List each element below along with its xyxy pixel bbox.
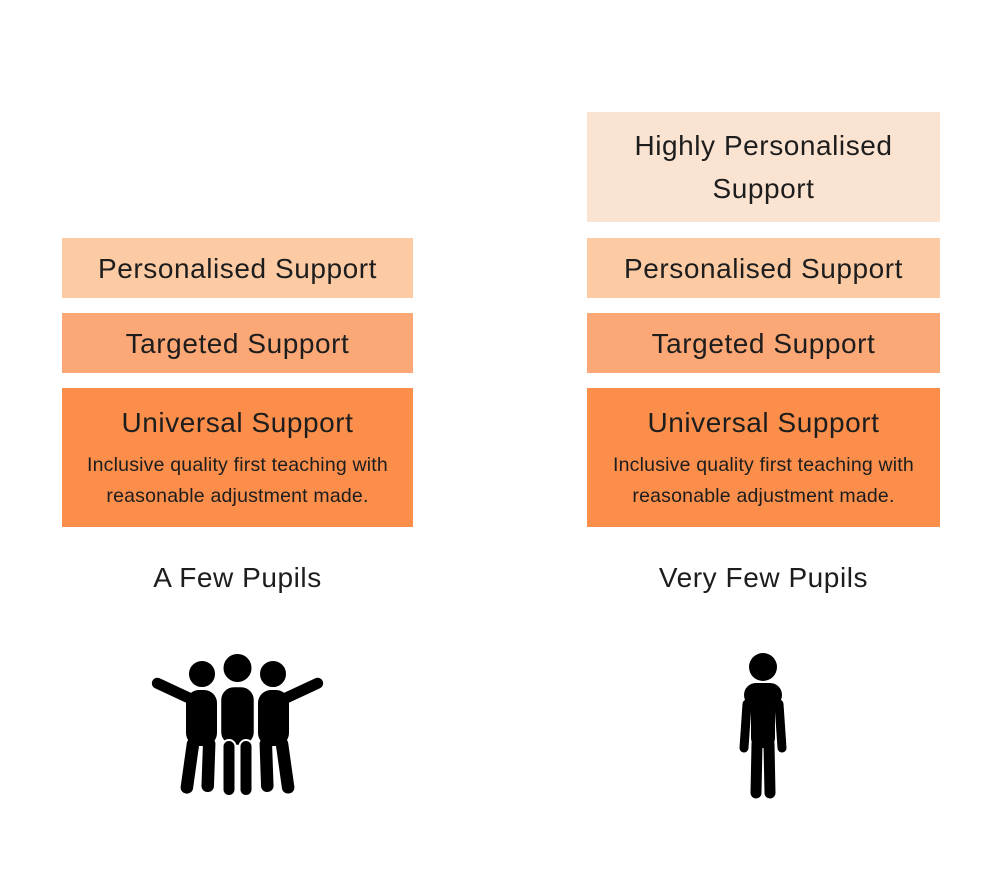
tier-description-universal-support: Inclusive quality first teaching with re… bbox=[87, 450, 388, 512]
center-pupil-figure bbox=[218, 651, 257, 797]
single-pupil-icon bbox=[730, 652, 796, 802]
tier-label-targeted-support: Targeted Support bbox=[125, 327, 350, 359]
tier-personalised-support: Personalised Support bbox=[62, 238, 413, 298]
group-of-three-pupils-icon bbox=[140, 650, 335, 802]
tier-label-universal-support: Universal Support bbox=[647, 407, 880, 438]
tier-targeted-support: Targeted Support bbox=[587, 313, 940, 373]
description-line-1: Inclusive quality first teaching with bbox=[613, 454, 914, 476]
description-line-2: reasonable adjustment made. bbox=[632, 485, 895, 507]
tier-highly-personalised-support: Highly Personalised Support bbox=[587, 112, 940, 222]
right-pupil-figure bbox=[257, 658, 324, 794]
tier-targeted-support: Targeted Support bbox=[62, 313, 413, 373]
left-pupil-figure bbox=[151, 658, 218, 794]
description-line-2: reasonable adjustment made. bbox=[106, 485, 369, 507]
column-a-few-pupils: Personalised Support Targeted Support Un… bbox=[62, 0, 413, 875]
caption-very-few-pupils: Very Few Pupils bbox=[658, 562, 869, 593]
tier-label-highly-personalised-support: Highly Personalised Support bbox=[634, 130, 893, 204]
description-line-1: Inclusive quality first teaching with bbox=[87, 454, 388, 476]
caption-a-few-pupils: A Few Pupils bbox=[153, 562, 322, 593]
tier-label-targeted-support: Targeted Support bbox=[651, 327, 876, 359]
tier-label-universal-support: Universal Support bbox=[121, 407, 354, 438]
tier-universal-support: Universal Support Inclusive quality firs… bbox=[62, 388, 413, 527]
tier-label-personalised-support: Personalised Support bbox=[624, 252, 903, 284]
tier-personalised-support: Personalised Support bbox=[587, 238, 940, 298]
tier-label-personalised-support: Personalised Support bbox=[98, 252, 377, 284]
column-very-few-pupils: Highly Personalised Support Personalised… bbox=[587, 0, 940, 875]
tier-description-universal-support: Inclusive quality first teaching with re… bbox=[613, 450, 914, 512]
tier-universal-support: Universal Support Inclusive quality firs… bbox=[587, 388, 940, 527]
